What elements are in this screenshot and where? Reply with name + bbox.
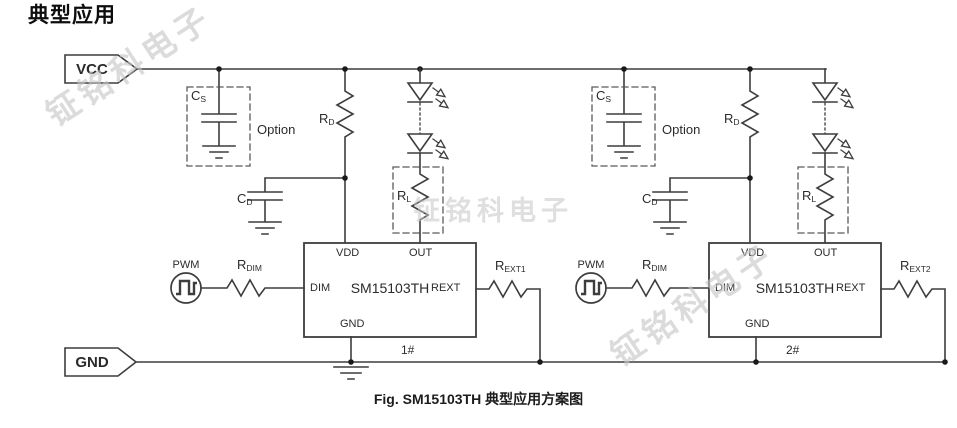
figure-caption: Fig. SM15103TH 典型应用方案图 [373, 391, 584, 407]
ic1-pin-out: OUT [409, 247, 433, 259]
ic1-pin-rext: REXT [431, 282, 461, 294]
rl1-label: RL [397, 188, 412, 204]
gnd-flag [64, 347, 138, 377]
earth-ground-icon [333, 366, 369, 380]
ic1-pin-dim: DIM [310, 282, 331, 294]
ic2-pin-vdd: VDD [741, 247, 765, 259]
ic2-pin-dim: DIM [715, 282, 736, 294]
cd2-label: CD [642, 191, 658, 207]
cd1-label: CD [237, 191, 253, 207]
ic2-instance-label: 2# [786, 343, 800, 357]
ic1-instance-label: 1# [401, 343, 415, 357]
ic2-pin-gnd: GND [745, 318, 770, 330]
pwm2-label: PWM [577, 259, 605, 271]
cs1-label: CS [191, 88, 207, 104]
ic2-pin-out: OUT [814, 247, 838, 259]
ic1-pin-vdd: VDD [336, 247, 360, 259]
ic1-pin-gnd: GND [340, 318, 365, 330]
vcc-label: VCC [76, 61, 108, 78]
page-title: 典型应用 [28, 4, 116, 27]
rl2-label: RL [802, 188, 817, 204]
ic2-part-number: SM15103TH [755, 280, 835, 296]
vcc-flag [64, 54, 139, 84]
pwm1-label: PWM [172, 259, 200, 271]
cs2-label: CS [596, 88, 612, 104]
rext1-label: REXT1 [495, 258, 526, 274]
rdim2-label: RDIM [642, 257, 667, 273]
ic1-part-number: SM15103TH [350, 280, 430, 296]
ic2-pin-rext: REXT [836, 282, 866, 294]
option1-label: Option [257, 122, 296, 137]
gnd-label: GND [75, 354, 109, 371]
rd2-label: RD [724, 111, 740, 127]
option2-label: Option [662, 122, 701, 137]
rdim1-label: RDIM [237, 257, 262, 273]
rd1-label: RD [319, 111, 335, 127]
rext2-label: REXT2 [900, 258, 931, 274]
